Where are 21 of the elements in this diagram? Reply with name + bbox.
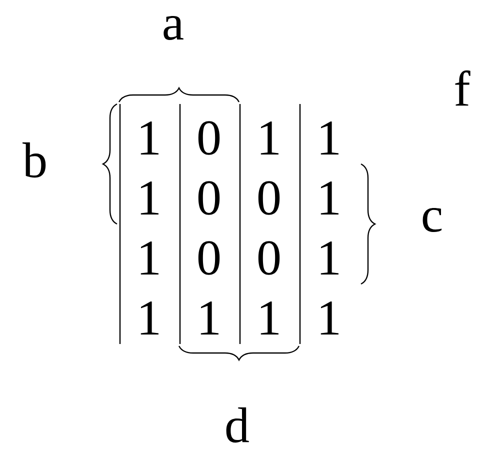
brace-label: c [422,208,442,232]
table-cell: 0 [258,181,280,215]
table-cell: 1 [320,121,338,154]
table-cell: 1 [140,241,158,274]
table-cell: 1 [200,301,218,334]
brace-label: d [226,407,249,443]
table-cell: 0 [198,181,220,215]
table-cell: 1 [320,181,338,214]
table-cell: 1 [140,301,158,334]
table-cell: 1 [140,181,158,214]
table-cell: 1 [260,121,278,154]
table-cell: 1 [320,301,338,334]
table-cell: 1 [260,301,278,334]
table-cell: 1 [320,241,338,274]
table-cell: 0 [198,241,220,275]
brace-label: b [22,142,46,178]
table-cell: 1 [140,121,158,154]
brace-label: a [164,16,184,40]
table-cell: 0 [258,241,280,275]
table-cell: 0 [198,121,220,155]
brace-label: f [455,70,470,106]
